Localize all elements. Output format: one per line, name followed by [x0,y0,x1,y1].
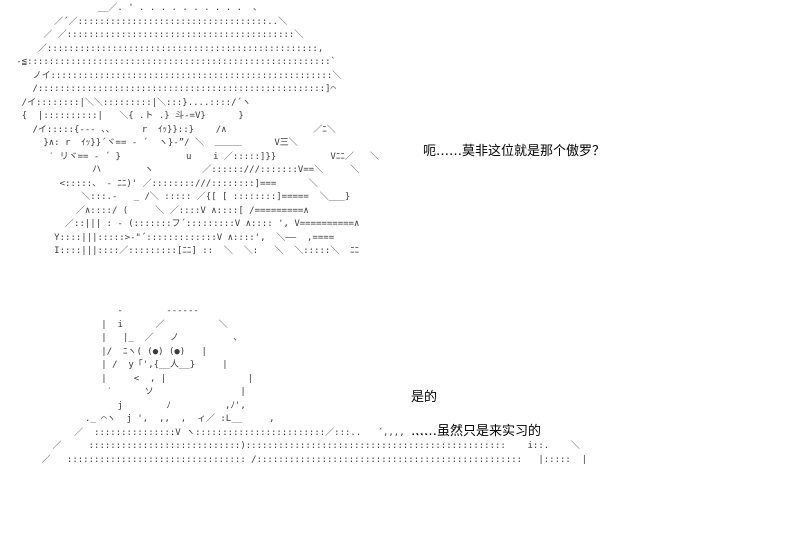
dialogue-line-only-intern: ……虽然只是来实习的 [411,424,542,439]
ascii-art-character-with-round-eyes: - ------ | i ／ ＼ | |_ ／ ノ 、 |/ ﾆヽ( (●) (… [41,306,588,465]
ascii-art-character-with-hat: __／. ' . . . . . . . . . . 、 ／´／::::::::… [16,3,380,256]
dialogue-line-suspecting-auror: 呃……莫非这位就是那个傲罗？ [423,144,606,159]
dialogue-line-yes: 是的 [411,390,438,405]
